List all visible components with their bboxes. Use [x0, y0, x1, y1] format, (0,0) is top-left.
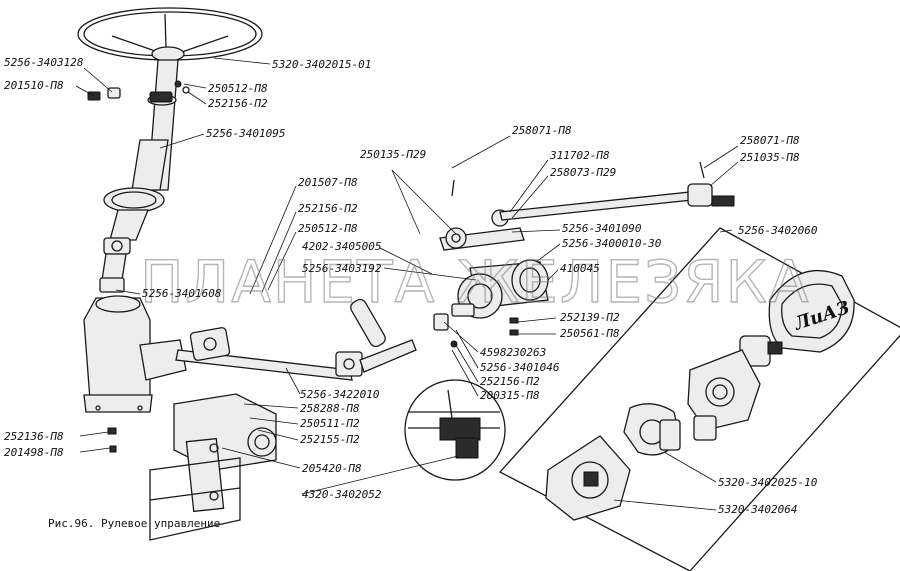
part-label: 4320-3402052 — [302, 488, 382, 501]
part-label: 252136-П8 — [4, 430, 64, 443]
seal-detail-view — [404, 379, 506, 481]
part-label: 258288-П8 — [300, 402, 360, 415]
part-label: 201510-П8 — [4, 79, 64, 92]
part-label: 4598230263 — [480, 346, 546, 359]
part-label: 252156-П2 — [480, 375, 540, 388]
part-label: 311702-П8 — [549, 149, 610, 162]
part-label: 5320-3402015-01 — [272, 58, 371, 71]
part-label: 201507-П8 — [298, 176, 358, 189]
emblem-assembly — [545, 269, 855, 521]
part-label: 5256-3422010 — [300, 388, 380, 401]
watermark: ПЛАНЕТА ЖЕЛЕЗЯКА — [140, 248, 810, 316]
part-label: 5256-3403192 — [302, 262, 382, 275]
part-label: 258071-П8 — [740, 134, 800, 147]
part-label: 252155-П2 — [300, 433, 360, 446]
steering-column — [99, 59, 179, 293]
part-label: 5256-3401095 — [206, 127, 285, 140]
steering-wheel — [77, 7, 263, 62]
assembly-inset-frame — [498, 227, 900, 571]
part-label: 5256-3400010-30 — [562, 237, 662, 250]
part-label: 250512-П8 — [208, 82, 268, 95]
part-label: 252156-П2 — [208, 97, 268, 110]
part-label: 250512-П8 — [298, 222, 358, 235]
cardan-shaft — [175, 298, 417, 381]
part-label: 200315-П8 — [480, 389, 540, 402]
top-fasteners — [87, 80, 190, 101]
part-label: 5256-3401090 — [562, 222, 642, 235]
part-label: 252139-П2 — [560, 311, 620, 324]
part-label: 5256-3401046 — [480, 361, 560, 374]
part-label: 251035-П8 — [740, 151, 800, 164]
part-label: 252156-П2 — [298, 202, 358, 215]
part-label: 201498-П8 — [4, 446, 64, 459]
mounting-bracket — [149, 393, 277, 541]
part-label: 5256-3401608 — [142, 287, 222, 300]
part-label: 250511-П2 — [300, 417, 360, 430]
part-label: 250135-П29 — [360, 148, 426, 161]
figure-caption: Рис.96. Рулевое управление — [48, 517, 220, 530]
part-labels: 5256-3403128 201510-П8 250512-П8 252156-… — [4, 56, 818, 516]
part-label: 5256-3403128 — [4, 56, 84, 69]
part-label: 4202-3405005 — [302, 240, 381, 253]
part-label: 5256-3402060 — [738, 224, 818, 237]
part-label: 5320-3402025-10 — [718, 476, 818, 489]
leader-lines — [75, 57, 739, 511]
steering-gear-box-lower — [83, 295, 187, 453]
part-label: 410045 — [560, 262, 600, 275]
pitman-arm-and-rods — [439, 161, 735, 251]
part-label: 258071-П8 — [512, 124, 572, 137]
part-label: 250561-П8 — [560, 327, 620, 340]
part-label: 5320-3402064 — [718, 503, 797, 516]
part-label: 205420-П8 — [302, 462, 362, 475]
steering-gear-mechanism — [433, 259, 549, 348]
part-label: 258073-П29 — [550, 166, 616, 179]
